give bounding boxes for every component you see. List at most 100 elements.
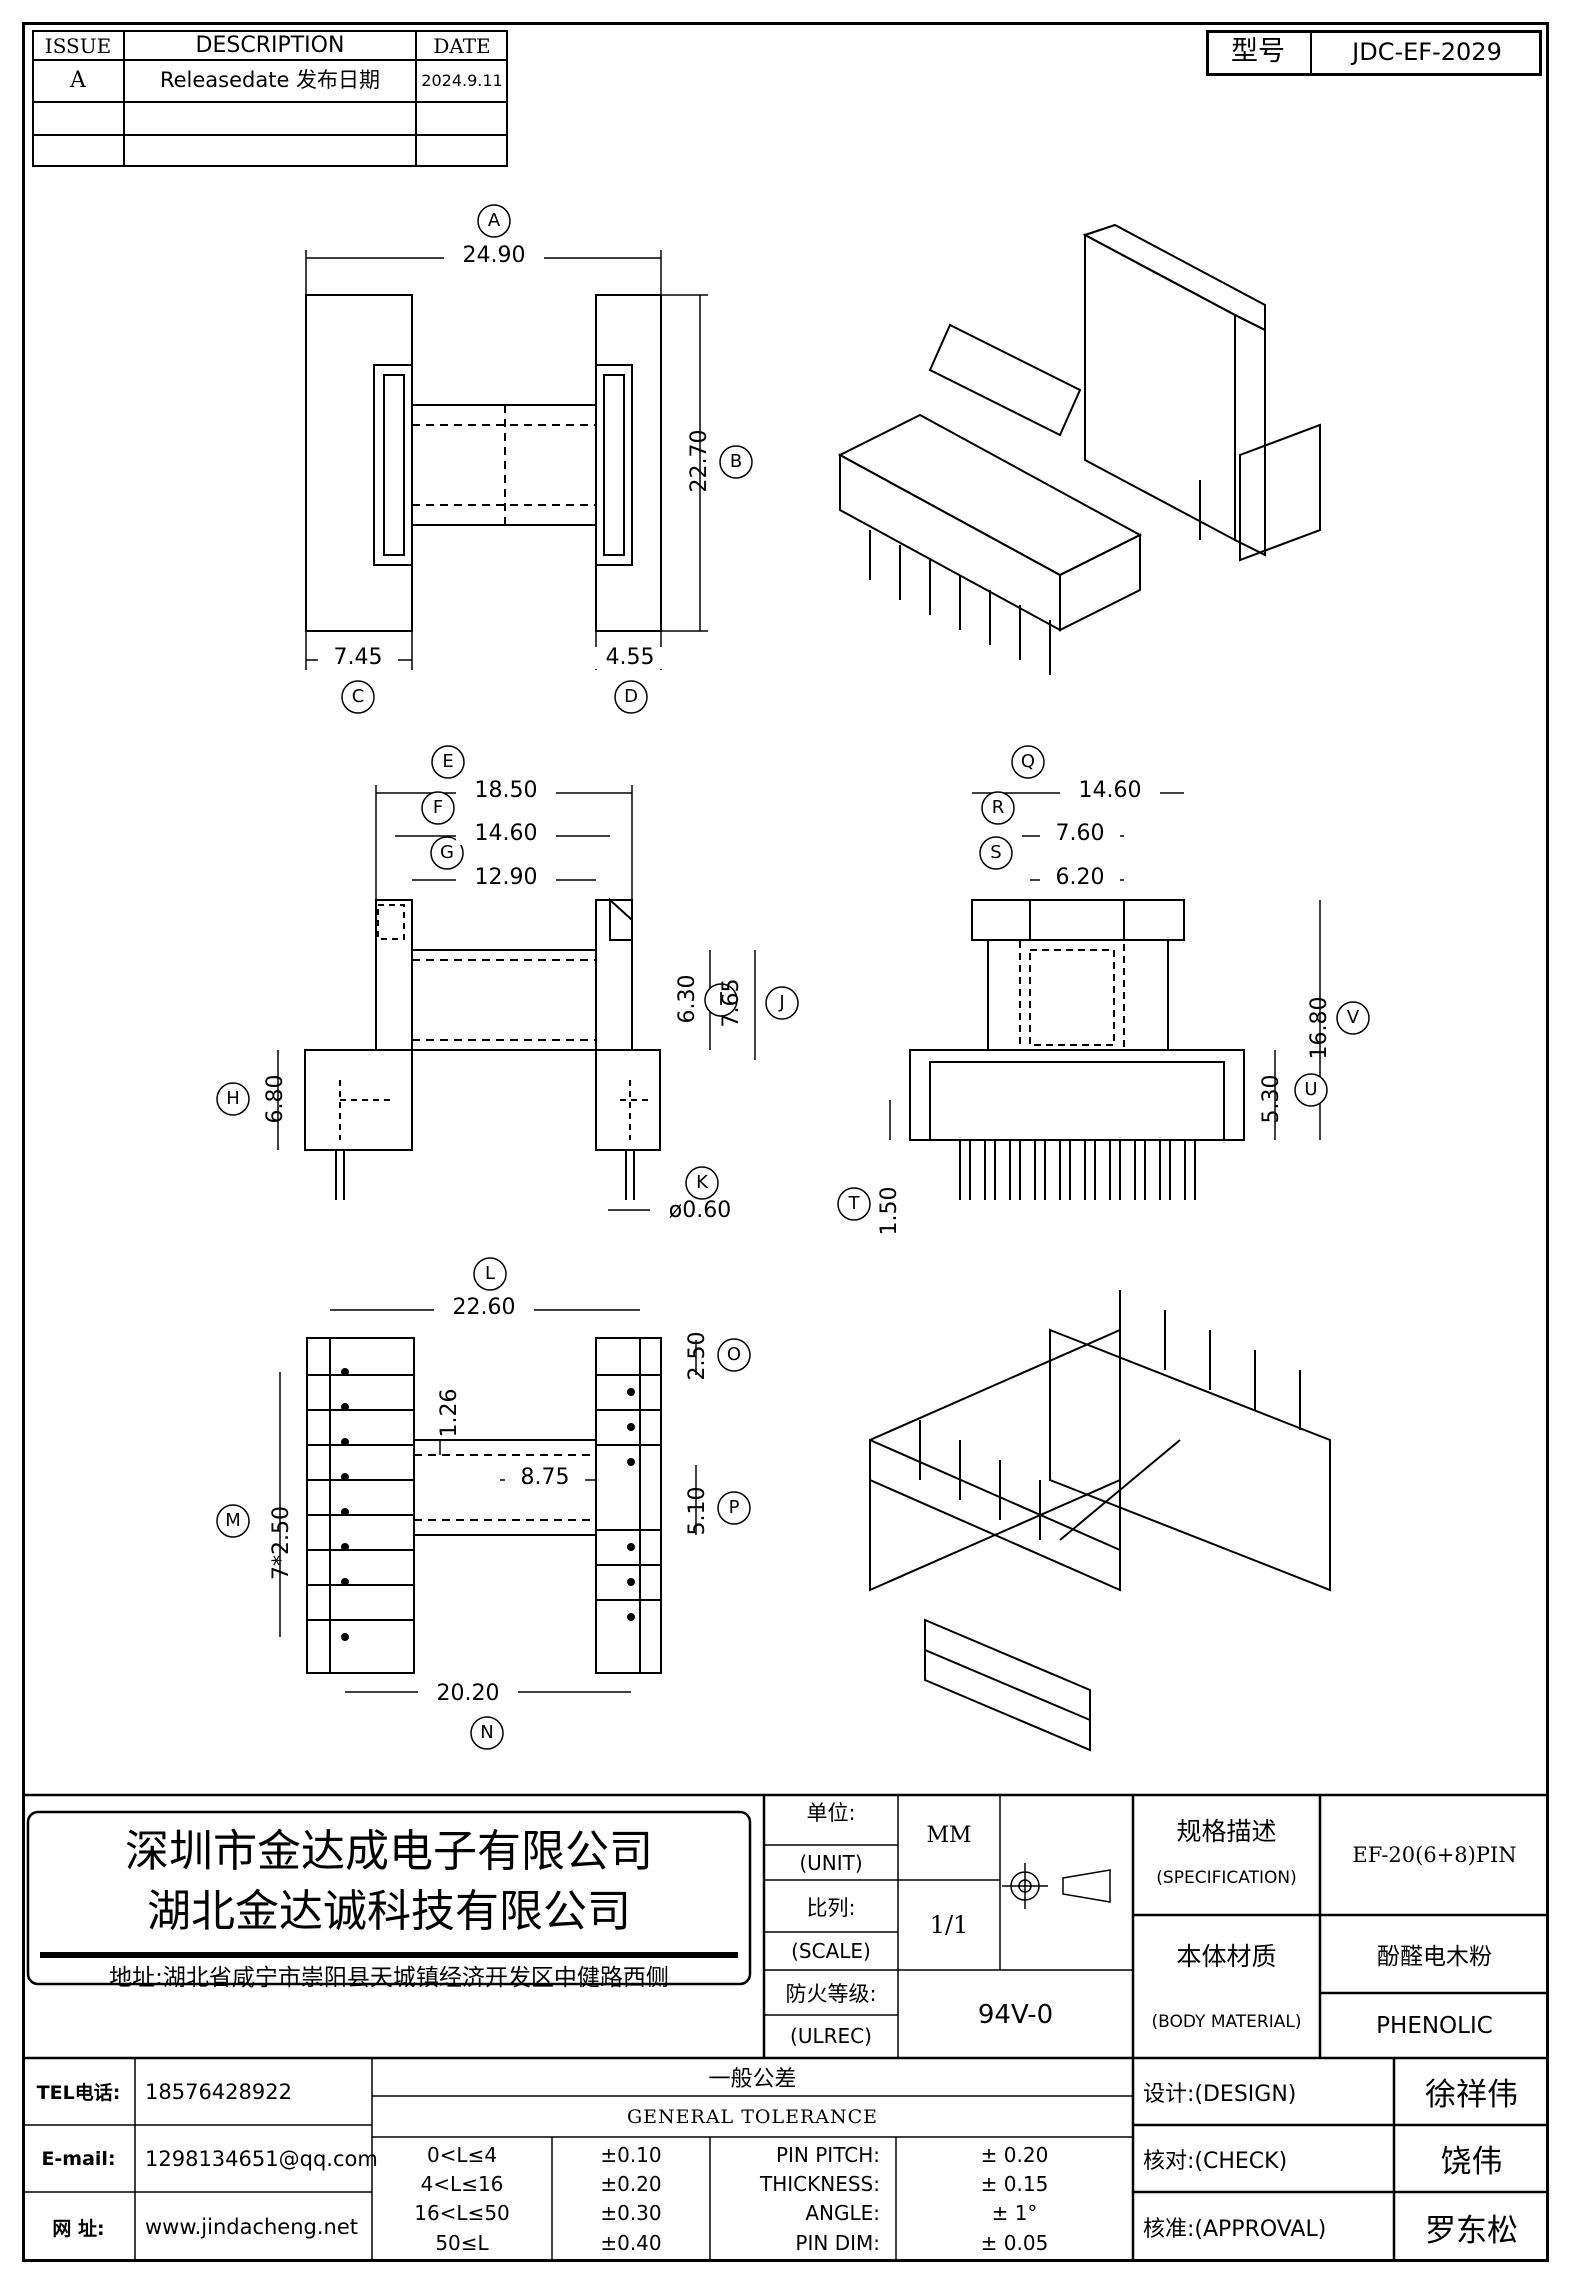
tol-range-2: 4<L≤16 [420, 2171, 504, 2196]
tol-value-2: ±0.20 [600, 2171, 662, 2196]
tol-value-3: ±0.30 [600, 2200, 662, 2225]
tag-I: I [718, 989, 724, 1010]
tag-U: U [1304, 1079, 1318, 1100]
rev-header-issue: ISSUE [44, 34, 112, 58]
dim-V-value: 16.80 [1307, 996, 1332, 1060]
dim-F-value: 14.60 [456, 823, 556, 845]
tag-L: L [484, 1263, 496, 1284]
tolerance-title-en: GENERAL TOLERANCE [626, 2105, 879, 2128]
dim-M-value: 7*2.50 [269, 1506, 294, 1580]
tel-label: TEL电话: [36, 2082, 121, 2104]
material-label: 本体材质 [1176, 1942, 1277, 1971]
check-value: 饶伟 [1440, 2144, 1503, 2180]
tolerance-title: 一般公差 [708, 2067, 797, 2092]
top-view [305, 294, 662, 632]
dim-U-value: 5.30 [1259, 1074, 1284, 1124]
dim-L-value: 22.60 [434, 1297, 534, 1319]
tol-param-value-4: ± 0.05 [980, 2231, 1049, 2255]
email-value[interactable]: 1298134651@qq.com [145, 2146, 378, 2171]
ulrec-value: 94V-0 [977, 2000, 1054, 2030]
bottom-view-slots [307, 1374, 661, 1621]
bottom-view-pinholes [341, 1368, 635, 1641]
tag-P: P [728, 1497, 740, 1518]
scale-label: 比列: [806, 1896, 856, 1920]
tag-V: V [1346, 1007, 1360, 1028]
tag-Q: Q [1020, 751, 1036, 772]
isometric-view-top [837, 223, 1321, 675]
dim-D-value: 4.55 [590, 647, 670, 669]
spec-label: 规格描述 [1176, 1817, 1277, 1846]
tag-K: K [696, 1172, 708, 1193]
tol-param-value-3: ± 1° [991, 2200, 1038, 2225]
approval-label: 核准:(APPROVAL) [1143, 2217, 1327, 2242]
tol-param-4: PIN DIM: [795, 2231, 880, 2255]
ulrec-label-en: (ULREC) [790, 2024, 872, 2048]
scale-label-en: (SCALE) [791, 1939, 871, 1963]
dim-P-value: 5.10 [685, 1486, 710, 1536]
web-value[interactable]: www.jindacheng.net [145, 2215, 359, 2239]
company-name-2: 湖北金达诚科技有限公司 [147, 1886, 631, 1937]
rev-header-description: DESCRIPTION [195, 33, 345, 58]
tag-B: B [729, 451, 743, 472]
tag-H: H [226, 1088, 240, 1109]
dim-Q-value: 14.60 [1060, 780, 1160, 802]
tag-D: D [624, 686, 638, 707]
ulrec-label: 防火等级: [785, 1982, 877, 2006]
bottom-view [306, 1337, 662, 1674]
tag-M: M [225, 1510, 241, 1531]
model-number: JDC-EF-2029 [1352, 38, 1502, 66]
design-label: 设计:(DESIGN) [1143, 2081, 1297, 2107]
tol-param-value-1: ± 0.20 [980, 2142, 1049, 2167]
rev-row-date: 2024.9.11 [421, 71, 503, 90]
dim-O-value: 2.50 [685, 1331, 710, 1381]
dim-E-value: 18.50 [456, 780, 556, 802]
dim-K-value: ø0.60 [668, 1198, 732, 1223]
tol-param-3: ANGLE: [805, 2200, 880, 2225]
dim-8-75-value: 8.75 [505, 1467, 585, 1489]
company-address: 地址:湖北省咸宁市崇阳县天城镇经济开发区中健路西侧 [109, 1965, 669, 1991]
tol-param-value-2: ± 0.15 [980, 2171, 1049, 2196]
company-name-1: 深圳市金达成电子有限公司 [125, 1826, 653, 1877]
dim-A-value: 24.90 [444, 245, 544, 267]
unit-value: MM [926, 1822, 972, 1848]
material-label-en: (BODY MATERIAL) [1151, 2012, 1302, 2032]
dim-C-value: 7.45 [318, 647, 398, 669]
drawing-sheet [22, 22, 1549, 2262]
tag-S: S [990, 842, 1002, 863]
rev-header-date: DATE [433, 34, 491, 58]
tag-O: O [726, 1344, 742, 1365]
front-view [909, 899, 1245, 1141]
tol-range-4: 50≤L [435, 2231, 489, 2255]
tol-param-1: PIN PITCH: [775, 2142, 880, 2167]
side-view [304, 897, 661, 1200]
tag-T: T [848, 1193, 860, 1214]
tel-value: 18576428922 [145, 2079, 292, 2104]
check-label: 核对:(CHECK) [1143, 2148, 1288, 2174]
tol-value-1: ±0.10 [600, 2142, 662, 2167]
dim-T-value: 1.50 [877, 1186, 902, 1236]
tag-G: G [440, 842, 454, 863]
design-value: 徐祥伟 [1425, 2077, 1518, 2113]
tag-A: A [487, 210, 501, 231]
rev-row-description: Releasedate 发布日期 [159, 68, 381, 92]
spec-label-en: (SPECIFICATION) [1156, 1868, 1297, 1888]
tag-N: N [480, 1722, 494, 1743]
material-value: 酚醛电木粉 [1377, 1944, 1492, 1970]
tag-C: C [351, 686, 365, 707]
tag-J: J [779, 992, 785, 1013]
tag-R: R [991, 797, 1005, 818]
tol-value-4: ±0.40 [600, 2231, 662, 2255]
approval-value: 罗东松 [1425, 2212, 1518, 2249]
tol-range-1: 0<L≤4 [426, 2142, 498, 2167]
email-label: E-mail: [41, 2147, 116, 2170]
dim-H-value: 6.80 [263, 1074, 288, 1124]
isometric-view-bottom [869, 1290, 1331, 1752]
dim-B-value: 22.70 [687, 429, 712, 493]
dim-R-value: 7.60 [1040, 823, 1120, 845]
web-label: 网 址: [52, 2217, 105, 2240]
rev-row-issue: A [70, 68, 86, 93]
dim-I-value: 6.30 [675, 974, 700, 1024]
dimension-lines [277, 250, 1321, 1693]
tag-F: F [432, 797, 444, 818]
